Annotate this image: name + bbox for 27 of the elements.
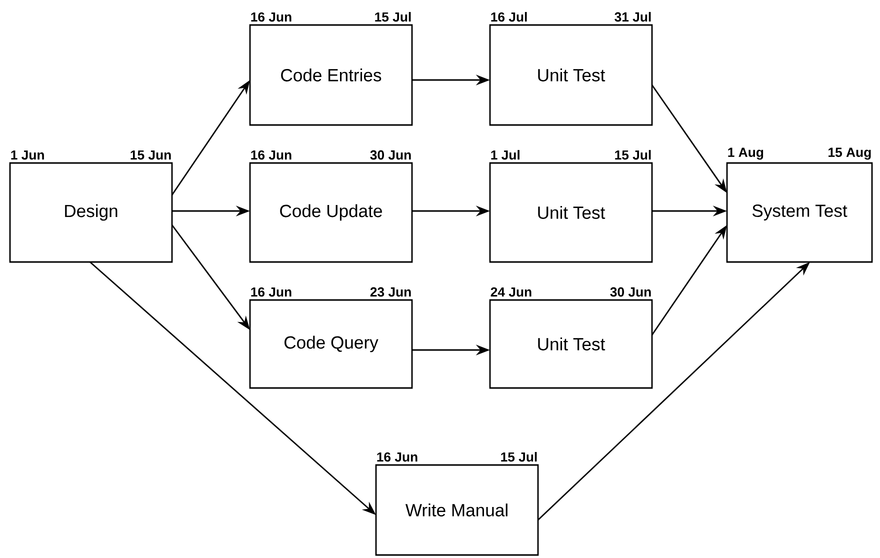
date-label: 15 Jul: [501, 452, 537, 462]
date-label: 31 Jul: [614, 12, 651, 22]
task-box: Unit Test: [489, 24, 653, 126]
date-label: 16 Jul: [491, 12, 527, 22]
date-label: 1 Jul: [491, 150, 520, 160]
date-label: 15 Aug: [828, 148, 871, 160]
task-box: Unit Test: [489, 162, 653, 263]
date-label: 1 Aug: [728, 148, 764, 160]
date-label: 15 Jul: [615, 150, 651, 160]
date-label: 15 Jul: [375, 12, 411, 22]
date-label: 16 Jun: [377, 452, 418, 462]
task-box: Code Update: [249, 162, 413, 263]
task-box: Design: [9, 162, 173, 263]
date-label: 30 Jun: [610, 287, 651, 297]
task-box: Code Query: [249, 299, 413, 389]
date-label: 1 Jun: [11, 150, 44, 160]
date-label: 16 Jun: [251, 150, 292, 160]
date-label: 16 Jun: [251, 287, 292, 297]
task-box: Write Manual: [375, 464, 539, 556]
date-label: 30 Jun: [370, 150, 411, 160]
date-label: 15 Jun: [130, 150, 171, 160]
task-box: Unit Test: [489, 299, 653, 389]
task-box: Code Entries: [249, 24, 413, 126]
date-label: 24 Jun: [490, 287, 532, 297]
date-label: 23 Jun: [370, 287, 411, 297]
task-box: System Test: [726, 162, 873, 263]
date-label: 16 Jun: [251, 12, 292, 22]
